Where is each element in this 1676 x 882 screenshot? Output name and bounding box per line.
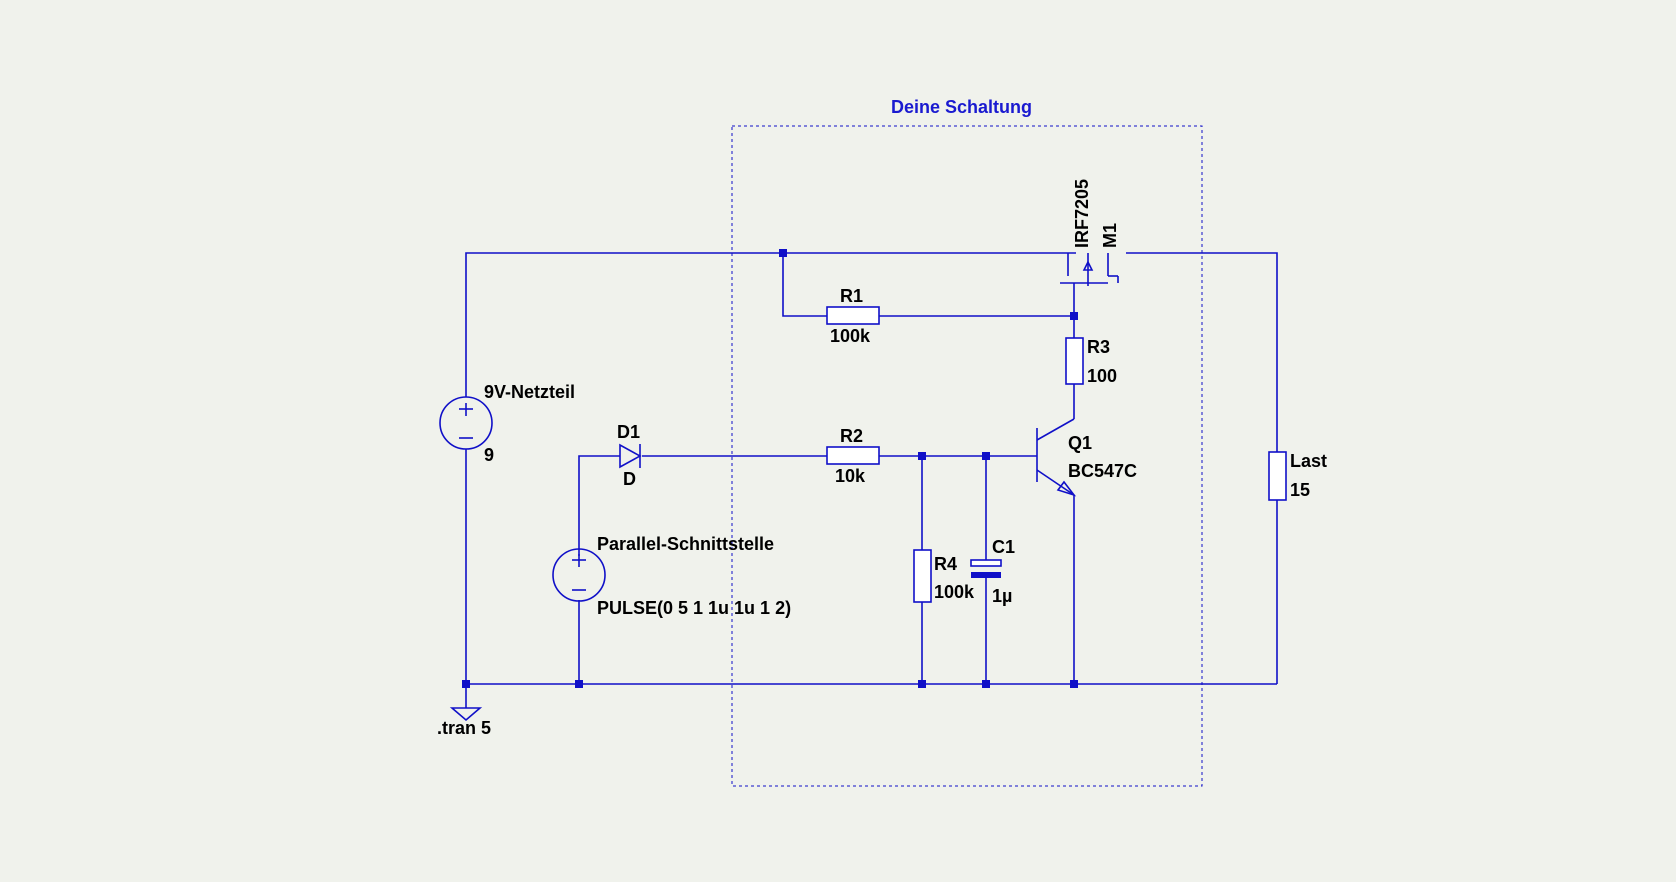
- diode-d1: D1 D: [617, 422, 642, 489]
- q1-value: BC547C: [1068, 461, 1137, 481]
- r3-name: R3: [1087, 337, 1110, 357]
- tran-directive: .tran 5: [437, 718, 491, 738]
- load-resistor: Last 15: [1268, 451, 1327, 501]
- mosfet-m1: IRF7205 M1: [1060, 179, 1120, 286]
- junction-dots: [462, 249, 1078, 688]
- v2-pulse-source: Parallel-Schnittstelle PULSE(0 5 1 1u 1u…: [552, 534, 791, 618]
- transistor-q1: Q1 BC547C: [1036, 418, 1137, 497]
- resistor-r1: R1 100k: [826, 286, 880, 346]
- load-name: Last: [1290, 451, 1327, 471]
- c1-name: C1: [992, 537, 1015, 557]
- m1-value: IRF7205: [1072, 179, 1092, 248]
- v1-value: 9: [484, 445, 494, 465]
- v1-name: 9V-Netzteil: [484, 382, 575, 402]
- r1-name: R1: [840, 286, 863, 306]
- r4-value: 100k: [934, 582, 975, 602]
- d1-value: D: [623, 469, 636, 489]
- r4-name: R4: [934, 554, 957, 574]
- v2-name: Parallel-Schnittstelle: [597, 534, 774, 554]
- d1-name: D1: [617, 422, 640, 442]
- circuit-frame: [731, 125, 1203, 787]
- capacitor-c1: C1 1µ: [970, 537, 1015, 606]
- v2-value: PULSE(0 5 1 1u 1u 1 2): [597, 598, 791, 618]
- r1-value: 100k: [830, 326, 871, 346]
- c1-value: 1µ: [992, 586, 1012, 606]
- r2-value: 10k: [835, 466, 866, 486]
- wires: [465, 252, 1278, 698]
- v1-power-supply: 9V-Netzteil 9: [439, 382, 575, 465]
- frame-title: Deine Schaltung: [891, 97, 1032, 117]
- r2-name: R2: [840, 426, 863, 446]
- m1-name: M1: [1100, 223, 1120, 248]
- resistor-r3: R3 100: [1065, 337, 1117, 386]
- load-value: 15: [1290, 480, 1310, 500]
- q1-name: Q1: [1068, 433, 1092, 453]
- resistor-r2: R2 10k: [826, 426, 880, 486]
- resistor-r4: R4 100k: [913, 549, 975, 603]
- r3-value: 100: [1087, 366, 1117, 386]
- ground-symbol: [449, 698, 483, 722]
